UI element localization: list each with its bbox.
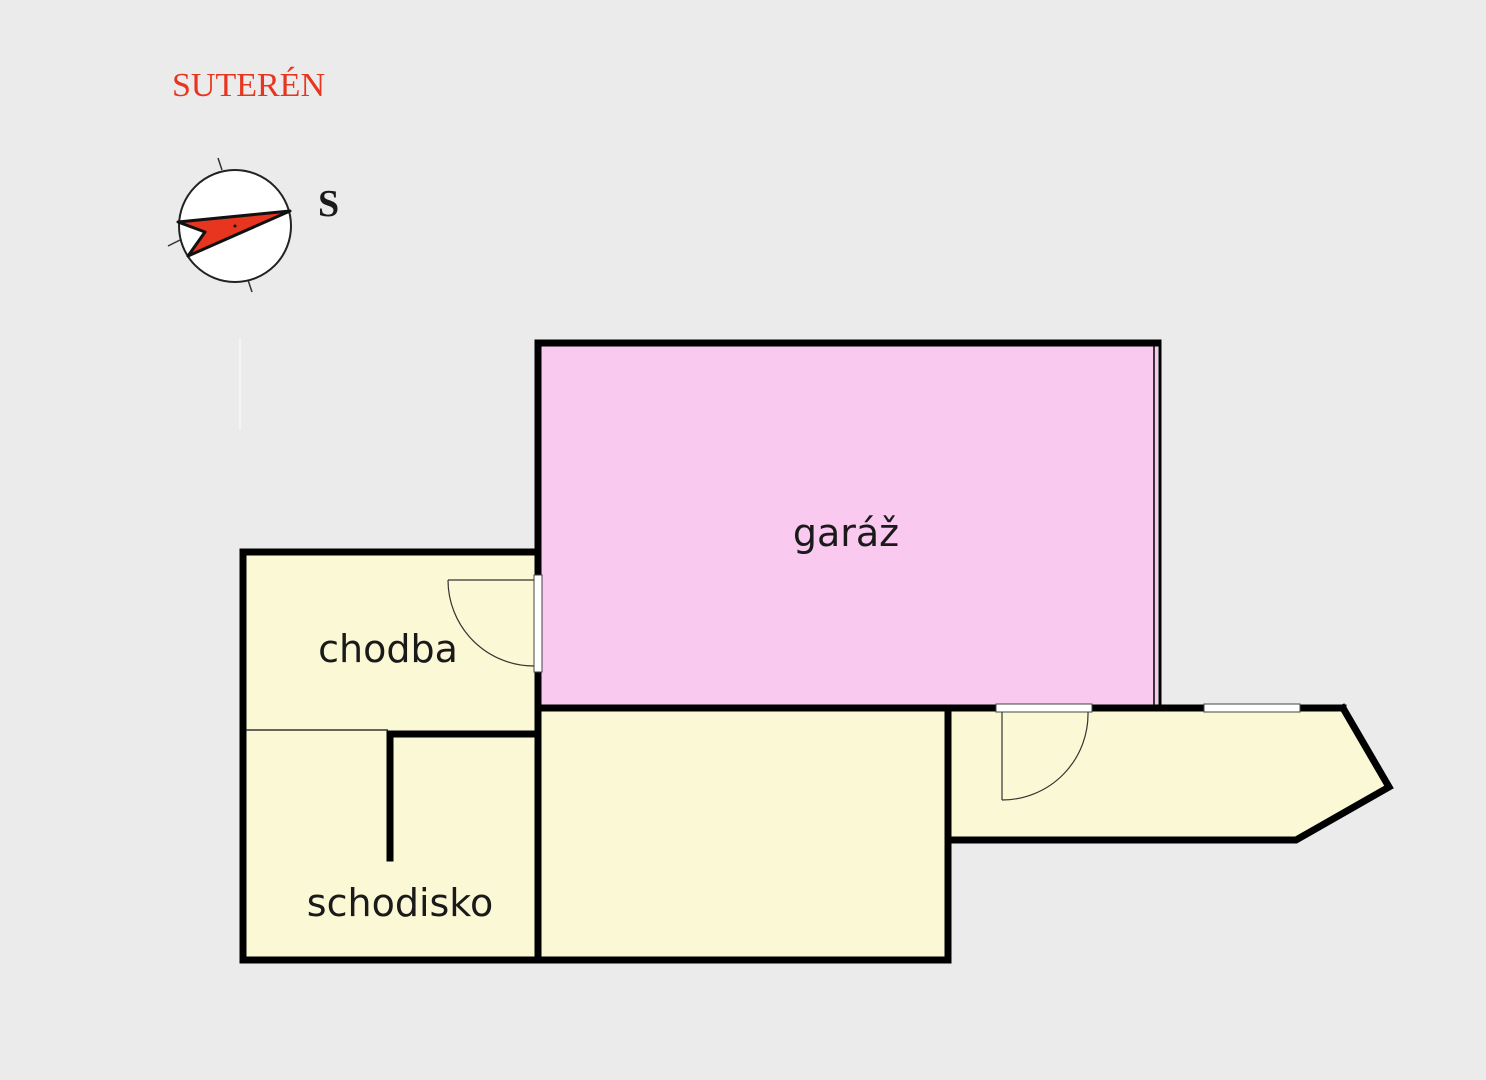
room-corridor <box>243 552 538 730</box>
wall-openings <box>533 574 1301 713</box>
room-label-corridor: chodba <box>318 627 458 671</box>
door-swing-annex <box>1001 711 1089 801</box>
compass-icon <box>167 157 292 293</box>
room-label-stairs: schodisko <box>307 881 493 925</box>
room-annex <box>948 708 1389 840</box>
floor-title: SUTERÉN <box>172 67 325 104</box>
walls <box>239 339 1394 964</box>
door-swing-corridor <box>447 579 535 667</box>
room-garage <box>538 343 1158 708</box>
compass-north-label: S <box>318 183 339 225</box>
room-storage <box>538 708 948 959</box>
room-label-garage: garáž <box>793 511 899 555</box>
